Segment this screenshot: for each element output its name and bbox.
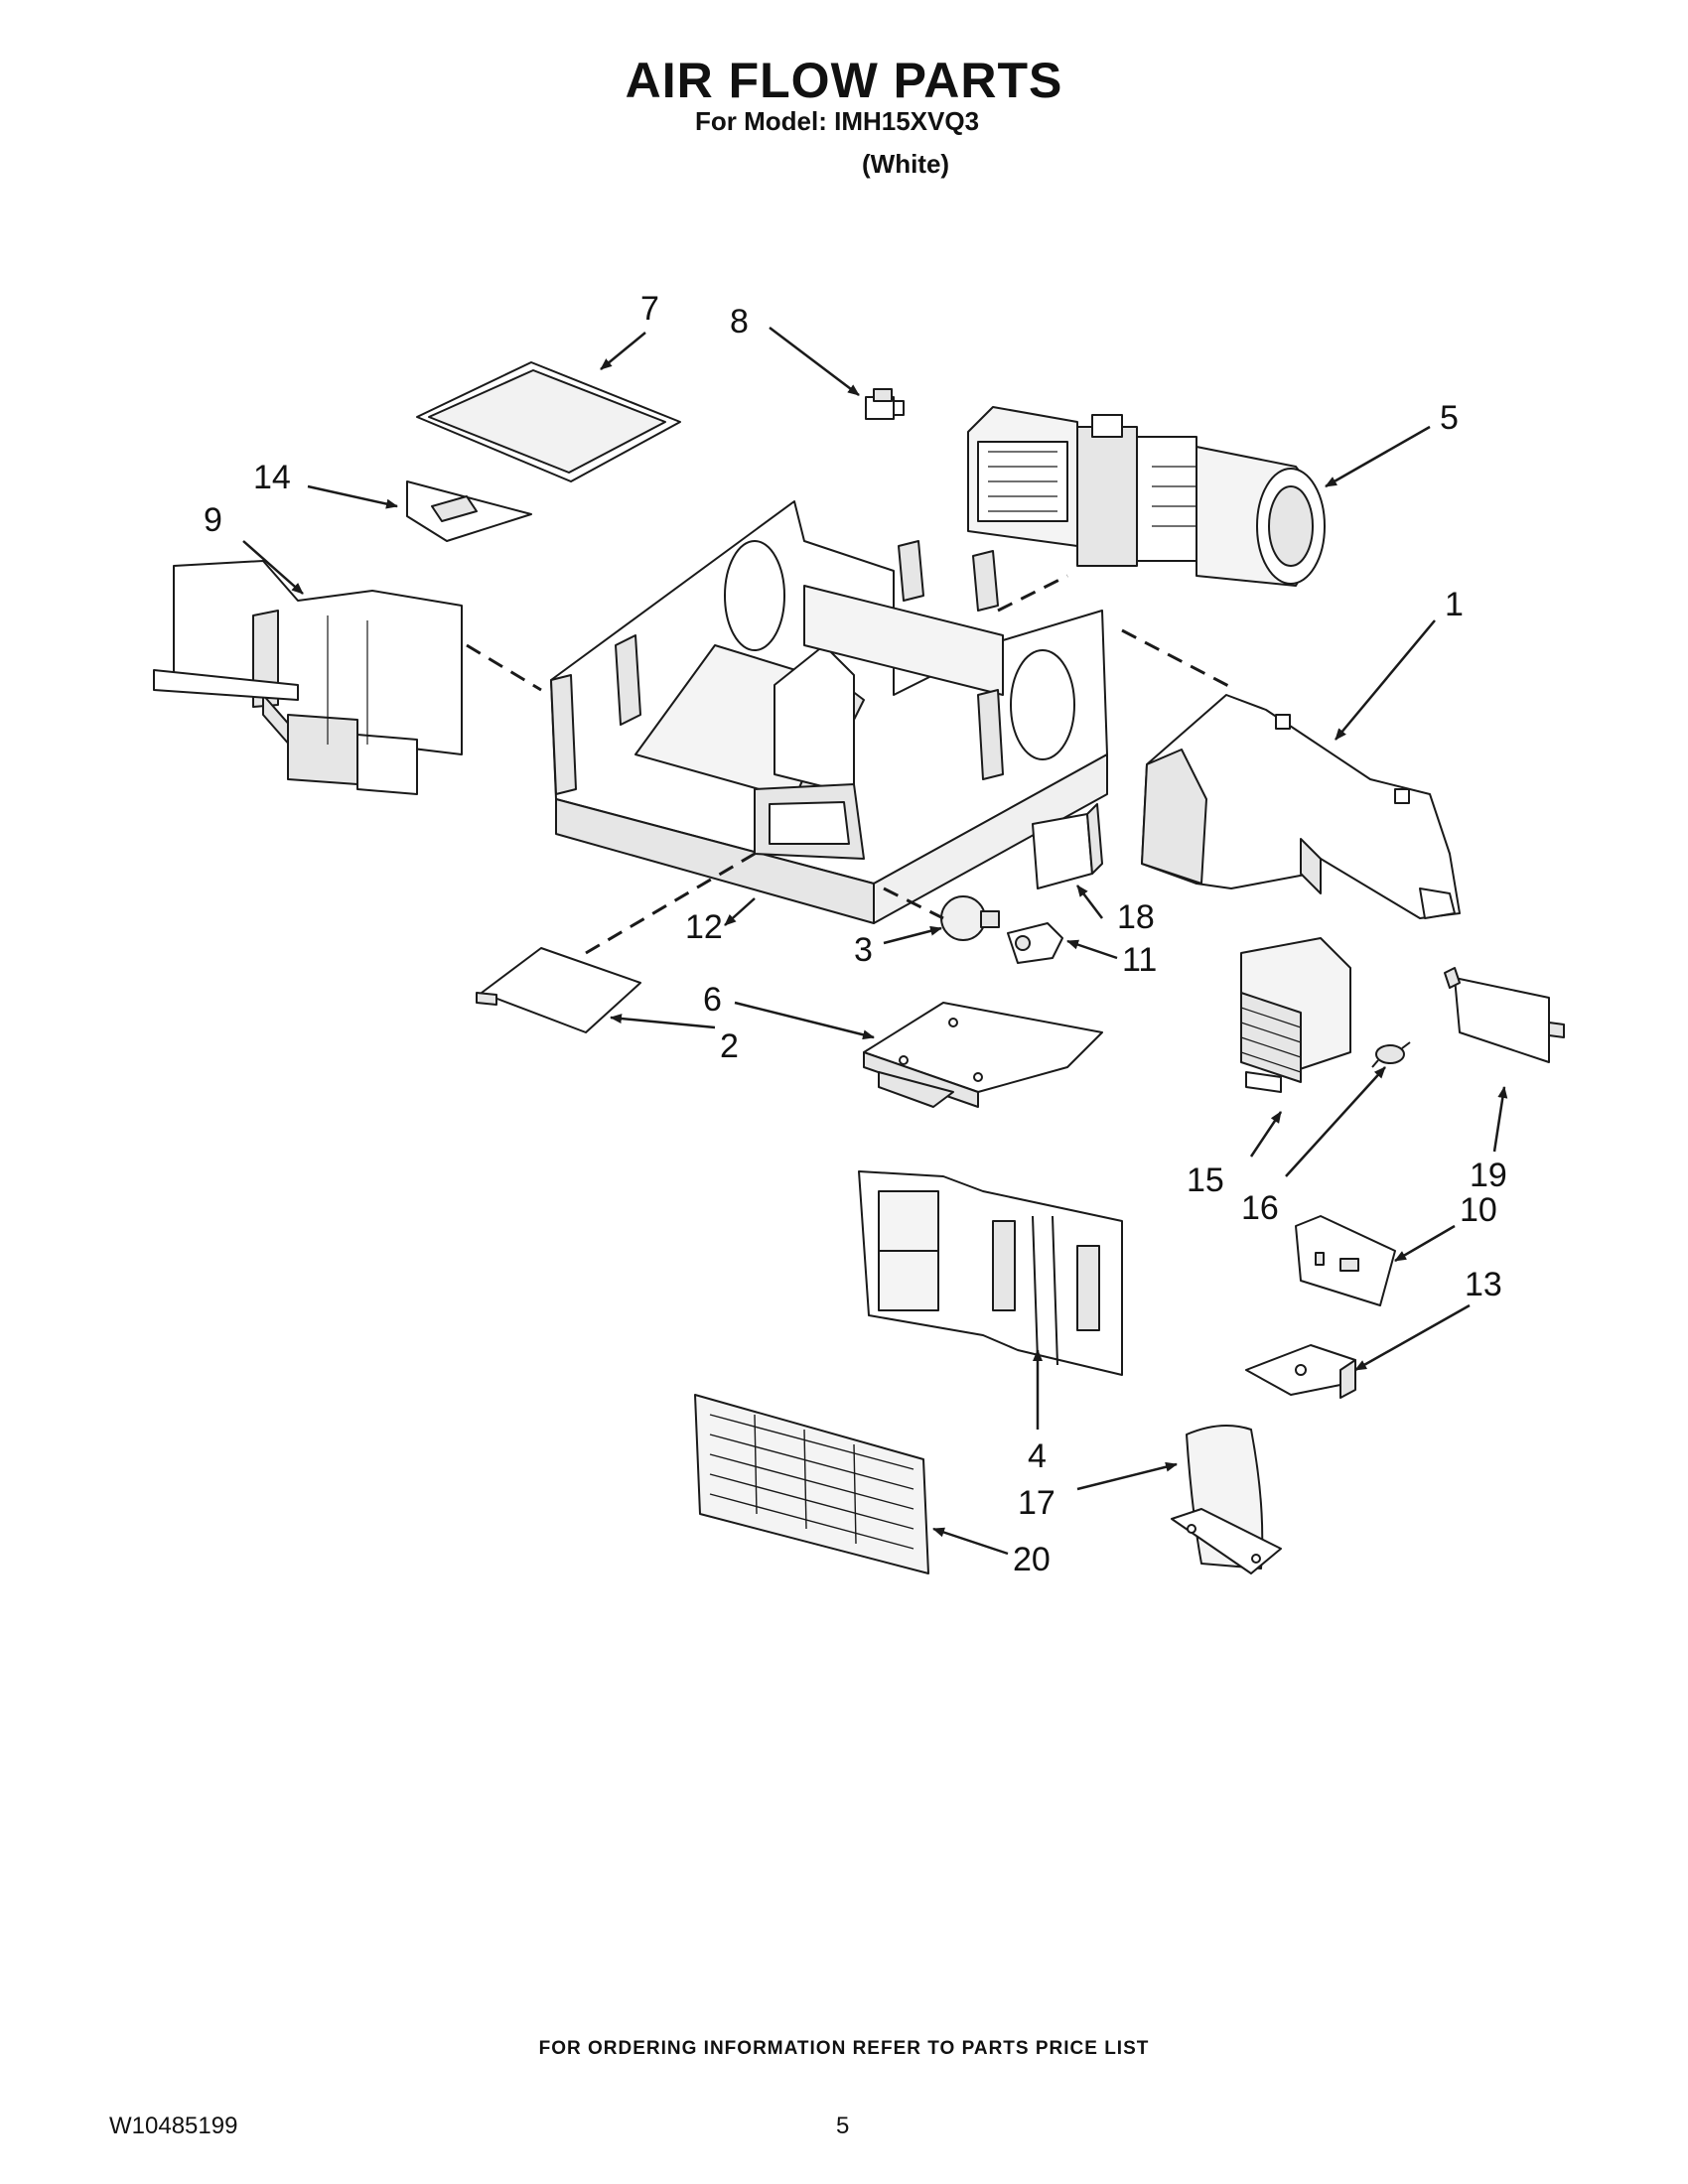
callout-5: 5 xyxy=(1440,399,1459,437)
part-3-lamp xyxy=(940,895,1000,941)
callout-19: 19 xyxy=(1470,1157,1507,1194)
callout-7: 7 xyxy=(640,290,659,328)
part-8-connector xyxy=(865,388,905,420)
callout-11: 11 xyxy=(1122,941,1157,979)
part-7-charcoal-filter xyxy=(416,361,681,482)
callout-18: 18 xyxy=(1117,898,1155,936)
part-18-bracket xyxy=(1032,803,1103,889)
part-2-cover-plate xyxy=(476,947,641,1033)
callout-3: 3 xyxy=(854,931,873,969)
part-1-air-duct xyxy=(1141,694,1461,919)
color-variant: (White) xyxy=(862,149,950,179)
ordering-note: FOR ORDERING INFORMATION REFER TO PARTS … xyxy=(538,2038,1150,2059)
part-20-grille xyxy=(694,1394,929,1574)
part-11-lamp-socket xyxy=(1007,922,1063,964)
callout-15: 15 xyxy=(1187,1161,1224,1199)
part-10-sensor-board xyxy=(1295,1215,1396,1306)
page-title: AIR FLOW PARTS xyxy=(625,53,1063,108)
callout-13: 13 xyxy=(1465,1266,1502,1303)
callout-1: 1 xyxy=(1445,586,1464,623)
part-6-guide-plate xyxy=(863,1002,1103,1108)
part-5-blower-motor xyxy=(967,406,1326,587)
callout-17: 17 xyxy=(1018,1484,1055,1522)
part-17-duct-adapter xyxy=(1171,1425,1282,1574)
part-14-damper-plate xyxy=(406,480,532,542)
callout-4: 4 xyxy=(1028,1437,1047,1475)
callout-20: 20 xyxy=(1013,1541,1051,1578)
main-air-guide-frame xyxy=(550,500,1108,924)
callout-8: 8 xyxy=(730,303,749,341)
part-19-mounting-plate xyxy=(1444,967,1565,1063)
part-16-thermal-cutoff xyxy=(1371,1041,1411,1068)
callout-14: 14 xyxy=(253,459,291,496)
callout-2: 2 xyxy=(720,1027,739,1065)
callout-12: 12 xyxy=(685,908,723,946)
model-line: For Model: IMH15XVQ3 xyxy=(695,106,980,136)
callout-16: 16 xyxy=(1241,1189,1279,1227)
callout-9: 9 xyxy=(204,501,222,539)
part-4-vent-panel xyxy=(858,1170,1123,1376)
part-15-transformer xyxy=(1240,937,1351,1093)
document-number: W10485199 xyxy=(109,2113,238,2139)
part-9-duct-panel xyxy=(153,560,463,795)
part-13-bracket xyxy=(1245,1344,1356,1399)
page-number: 5 xyxy=(836,2113,850,2139)
callout-10: 10 xyxy=(1460,1191,1497,1229)
callout-6: 6 xyxy=(703,981,722,1019)
